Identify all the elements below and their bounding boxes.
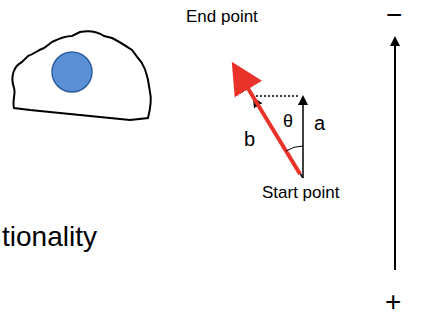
- end-label: End point: [186, 8, 258, 27]
- cell-outline: [12, 31, 150, 120]
- vector-label: b: [244, 128, 255, 150]
- polarity-arrow: [394, 38, 396, 270]
- dotted-guide: [256, 95, 300, 97]
- vector-a: [302, 97, 304, 178]
- nucleus: [52, 52, 92, 92]
- vector-label: a: [314, 112, 325, 134]
- polarity-sign: −: [386, 0, 402, 31]
- angle-arc: [286, 146, 303, 151]
- polarity-sign: +: [385, 287, 401, 318]
- vector-b: [238, 72, 300, 174]
- angle-label: θ: [283, 112, 293, 132]
- heading-fragment: tionality: [2, 222, 97, 253]
- start-label: Start point: [262, 184, 340, 203]
